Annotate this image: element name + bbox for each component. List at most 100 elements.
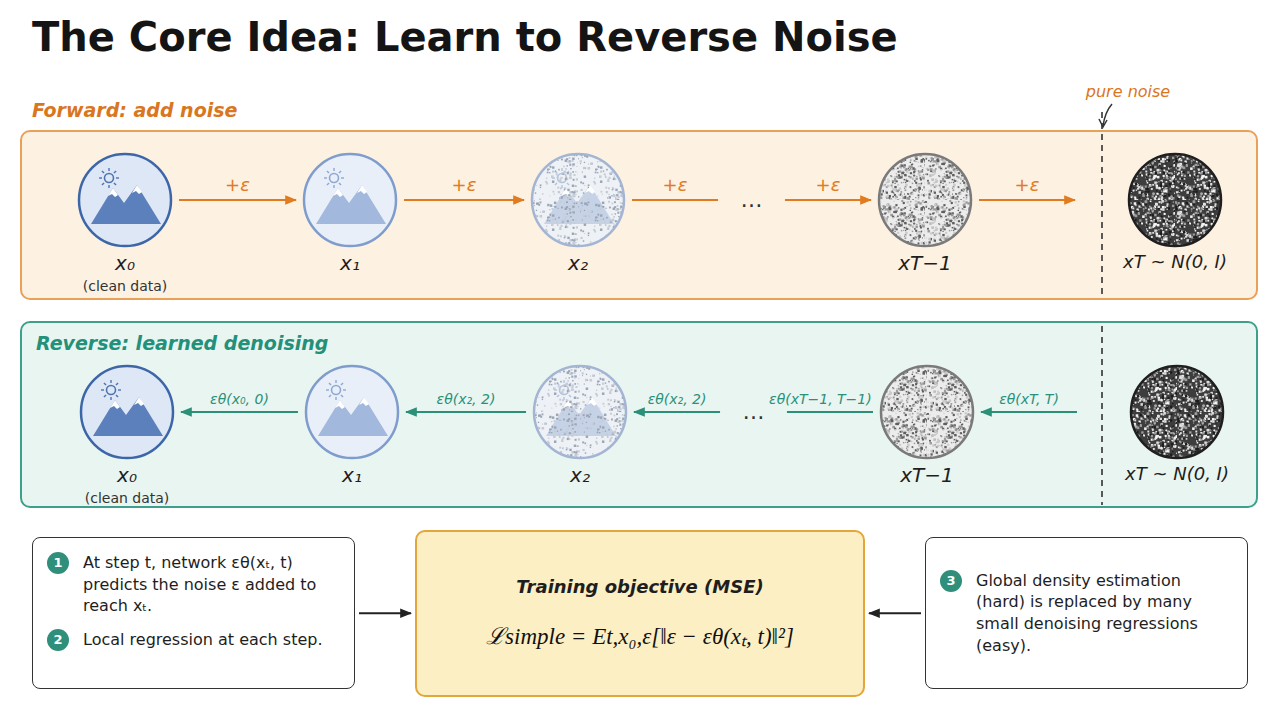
state-circle: xT−1 [879,364,975,489]
noise-overlay [532,154,624,246]
note-box: Global density estimation (hard) is repl… [925,537,1248,689]
circle-shape [532,364,628,460]
circle-fill [1131,366,1223,458]
sun-ray [329,383,331,385]
sun-ray [341,395,343,397]
title: The Core Idea: Learn to Reverse Noise [32,14,898,60]
circle-shape [1127,152,1223,248]
sun-ray [102,183,104,185]
sun-ray [339,183,341,185]
circle-fill [81,366,173,458]
sun-ray [116,395,118,397]
box-text: Global density estimation (hard) is repl… [976,570,1233,656]
sun-ray [108,185,109,188]
objective-box: Training objective (MSE)ℒsimple = Et,x₀,… [415,530,865,697]
snow-cap [110,400,120,409]
state-circle: x₁ [302,152,398,277]
state-label: xT−1 [817,250,1033,277]
state-label: x₂ [470,250,686,277]
state-circle: xT ~ N(0, I) [1127,152,1223,274]
sun-ray [104,395,106,397]
noise-overlay [1129,154,1221,246]
sun-ray [335,397,336,400]
noise-overlay [881,366,973,458]
sun-ray [335,380,336,383]
sun-ray [341,177,344,178]
circle-outline [534,366,626,458]
edge-label: εθ(xT−1, T−1) [769,391,872,407]
state-label: x₀ [17,250,233,277]
note-label: εθ(x₂, 2) [648,391,707,407]
snow-cap [335,400,345,409]
snow-cap [359,397,369,406]
note-box: At step t, network εθ(xₜ, t) predicts th… [32,537,355,689]
circle-shape [530,152,626,248]
mountain-shape [93,397,163,436]
edge-label: +ε [225,174,250,195]
circle-outline [304,154,396,246]
state-circle: x₀(clean data) [77,152,173,296]
noise-overlay [879,154,971,246]
state-circle: xT ~ N(0, I) [1129,364,1225,486]
note-label: … [737,187,767,213]
snow-cap [134,397,144,406]
state-label: xT ~ N(0, I) [1067,250,1280,274]
callout-number: 2 [47,629,69,651]
sun-ray [329,395,331,397]
state-circle: x₁ [304,364,400,489]
circle-shape [302,152,398,248]
circle-fill [534,366,626,458]
state-label: (clean data) [17,277,233,296]
circle-shape [304,364,400,460]
state-circle: x₂ [532,364,628,489]
sun-ray [116,383,118,385]
circle-shape [77,152,173,248]
circle-outline [81,366,173,458]
sun-ray [110,397,111,400]
process-band: Reverse: learned denoising x₀(clean data)… [20,321,1258,508]
noise-overlay [534,366,626,458]
sun-ray [118,389,121,390]
callout-number: 1 [47,552,69,574]
circle-outline [881,366,973,458]
sun-ray [326,389,329,390]
state-circle: x₂ [530,152,626,277]
sun-ray [341,383,343,385]
band-fill [20,130,1258,300]
box-text: At step t, network εθ(xₜ, t) predicts th… [83,552,340,617]
note-label: +ε [816,174,841,195]
sun-ray [99,177,102,178]
note-label: pure noise [1086,84,1170,100]
circle-fill [304,154,396,246]
sun-ray [108,168,109,171]
box-text: Local regression at each step. [83,629,340,651]
band-heading: Reverse: learned denoising [22,323,1256,357]
sun-ray [327,183,329,185]
callout-number: 3 [940,570,962,592]
circle-shape [877,152,973,248]
pointer-head [1099,119,1107,127]
sun-ray [116,177,119,178]
sun-ray [343,389,346,390]
mountain-shape [316,185,386,224]
pointer-line [1103,104,1112,126]
circle-outline [879,154,971,246]
sun-ray [102,171,104,173]
box-text: Training objective (MSE) [516,575,763,599]
state-label: x₁ [244,462,460,489]
sun-ray [333,185,334,188]
circle-outline [79,154,171,246]
circle-shape [1129,364,1225,460]
state-circle: x₀(clean data) [79,364,175,508]
edge-label: εθ(xT, T) [999,391,1059,407]
connector-arrow [359,612,411,614]
sun-ray [114,183,116,185]
snow-cap [333,188,343,197]
circle-shape [79,364,175,460]
circle-outline [1131,366,1223,458]
sun-ray [324,177,327,178]
sun-symbol [107,386,116,395]
edge-label: +ε [663,174,688,195]
